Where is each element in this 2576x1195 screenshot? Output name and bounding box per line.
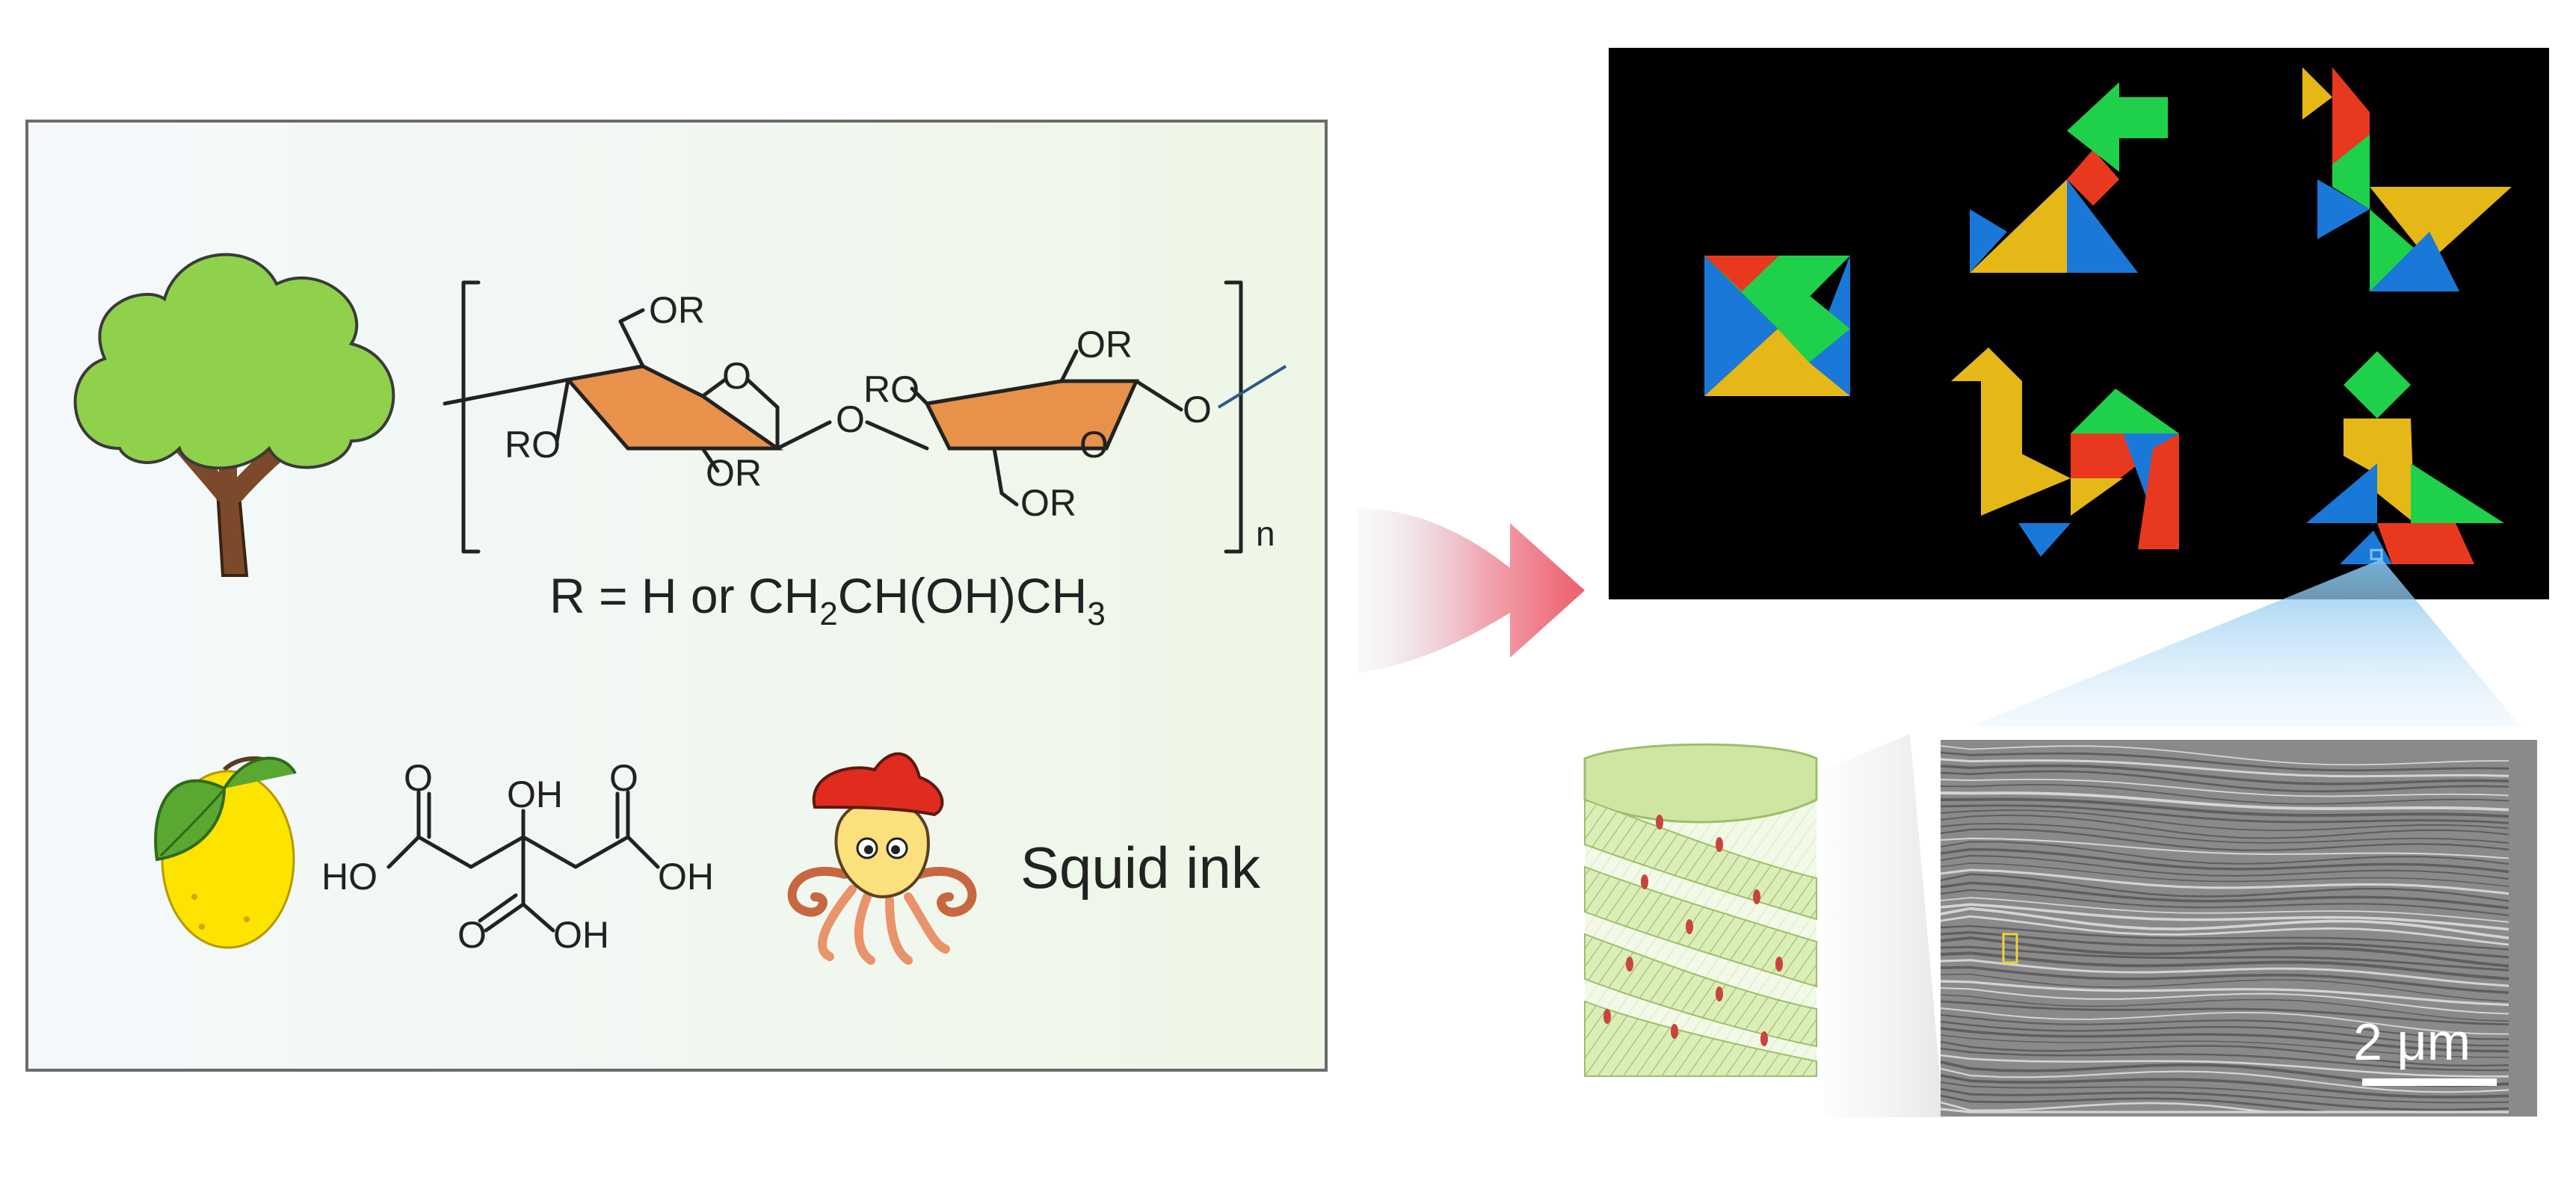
- r-definition: R = H or CH2CH(OH)CH3: [549, 568, 1106, 632]
- or-label: OR: [649, 289, 705, 331]
- citric-oh: OH: [553, 914, 609, 956]
- sem-lamella: [1940, 854, 2509, 880]
- tangram-figure-3: [2302, 67, 2512, 291]
- squid-ink-label: Squid ink: [1020, 835, 1261, 901]
- sem-lamella: [1940, 873, 2509, 902]
- sem-lamella: [1940, 980, 2509, 1007]
- sem-lamella: [1940, 770, 2509, 793]
- sem-lamella: [1940, 1007, 2509, 1035]
- sem-lamella: [1940, 1108, 2509, 1114]
- sem-lamella: [1940, 881, 2509, 910]
- tangram-figure-5: [2306, 351, 2504, 564]
- sem-lamellae: [1940, 745, 2509, 1114]
- tree-icon: [73, 253, 395, 577]
- sem-lamella: [1940, 778, 2509, 797]
- ring-oxygen-2: O: [1079, 424, 1109, 466]
- ring-oxygen-1: O: [722, 355, 751, 397]
- sem-lamella: [1940, 951, 2509, 981]
- sem-lamella: [1940, 862, 2509, 887]
- sem-lamella: [1940, 907, 2509, 940]
- sem-lamella: [1940, 783, 2509, 805]
- sem-lamella: [1940, 797, 2509, 818]
- zoom-cone: [1970, 559, 2521, 726]
- sem-lamella: [1940, 828, 2509, 851]
- sem-lamella: [1940, 966, 2509, 995]
- sem-lamella: [1940, 1000, 2509, 1026]
- sem-lamella: [1940, 889, 2509, 916]
- sem-lamella: [1940, 1067, 2509, 1093]
- sem-lamella: [1940, 1054, 2509, 1078]
- sem-lamella: [1940, 823, 2509, 844]
- helical-structure-model: [1583, 734, 1944, 1117]
- sem-lamella: [1940, 745, 2509, 766]
- sem-lamella: [1940, 1047, 2509, 1072]
- sem-micrograph: 2 μm: [1940, 740, 2537, 1117]
- sem-lamella: [1940, 1087, 2509, 1111]
- sem-lamella: [1940, 897, 2509, 923]
- or-label: OR: [1020, 482, 1076, 524]
- materials-panel: OR O RO OR O RO OR O OR O n R = H or CH2…: [25, 120, 1328, 1072]
- sem-lamella: [1940, 1081, 2509, 1104]
- sem-highlight-box: [2002, 933, 2018, 964]
- end-oxygen: O: [1183, 389, 1212, 430]
- ro-mid-label: RO: [863, 368, 919, 410]
- scale-bar-label: 2 μm: [2353, 1013, 2471, 1071]
- sem-lamella: [1940, 915, 2509, 946]
- sem-lamella: [1940, 1034, 2509, 1058]
- squid-icon: [787, 752, 977, 965]
- sem-lamella: [1940, 945, 2509, 972]
- sem-lamella: [1940, 751, 2509, 772]
- sem-lamella: [1940, 1013, 2509, 1040]
- or-label: OR: [1076, 324, 1133, 365]
- sem-lamella: [1940, 758, 2509, 778]
- sem-lamella: [1940, 994, 2509, 1022]
- sem-lamella: [1940, 986, 2509, 1015]
- sem-lamella: [1940, 930, 2509, 959]
- tangram-square: [1704, 256, 1850, 396]
- sem-lamella: [1940, 936, 2509, 968]
- polymer-structure: OR O RO OR O RO OR O OR O n R = H or CH2…: [443, 280, 1287, 632]
- sem-lamella: [1940, 809, 2509, 832]
- citric-acid-structure: O OH O HO OH O OH: [321, 757, 714, 956]
- tangram-photo: [1609, 48, 2549, 599]
- sem-lamella: [1940, 924, 2509, 951]
- sem-lamella: [1940, 903, 2509, 931]
- sem-lamella: [1940, 973, 2509, 1002]
- citric-oh: OH: [658, 856, 714, 898]
- citric-o: O: [404, 757, 433, 799]
- ro-left-label: RO: [505, 424, 561, 466]
- sem-lamella: [1940, 868, 2509, 895]
- citric-o: O: [609, 757, 638, 799]
- repeat-subscript: n: [1256, 514, 1275, 553]
- sem-lamella: [1940, 1020, 2509, 1047]
- sem-lamella: [1940, 1027, 2509, 1053]
- citric-ho: HO: [321, 856, 378, 898]
- linkage-oxygen: O: [836, 398, 865, 440]
- sem-lamella: [1940, 847, 2509, 874]
- tangram-figure-4: [1951, 348, 2179, 557]
- sem-lamella: [1940, 841, 2509, 865]
- sem-lamella: [1940, 1040, 2509, 1067]
- citric-o: O: [457, 914, 487, 956]
- sem-lamella: [1940, 1074, 2509, 1099]
- sem-lamella: [1940, 804, 2509, 824]
- sem-lamella: [1940, 837, 2509, 859]
- sem-lamella: [1940, 764, 2509, 785]
- sem-lamella: [1940, 791, 2509, 812]
- sem-lamella: [1940, 959, 2509, 987]
- citric-oh: OH: [507, 773, 563, 815]
- process-arrow: [1357, 508, 1585, 673]
- tangram-figure-2: [1970, 82, 2168, 273]
- sem-lamella: [1940, 814, 2509, 839]
- lemon-icon: [154, 756, 297, 949]
- or-label: OR: [706, 452, 762, 494]
